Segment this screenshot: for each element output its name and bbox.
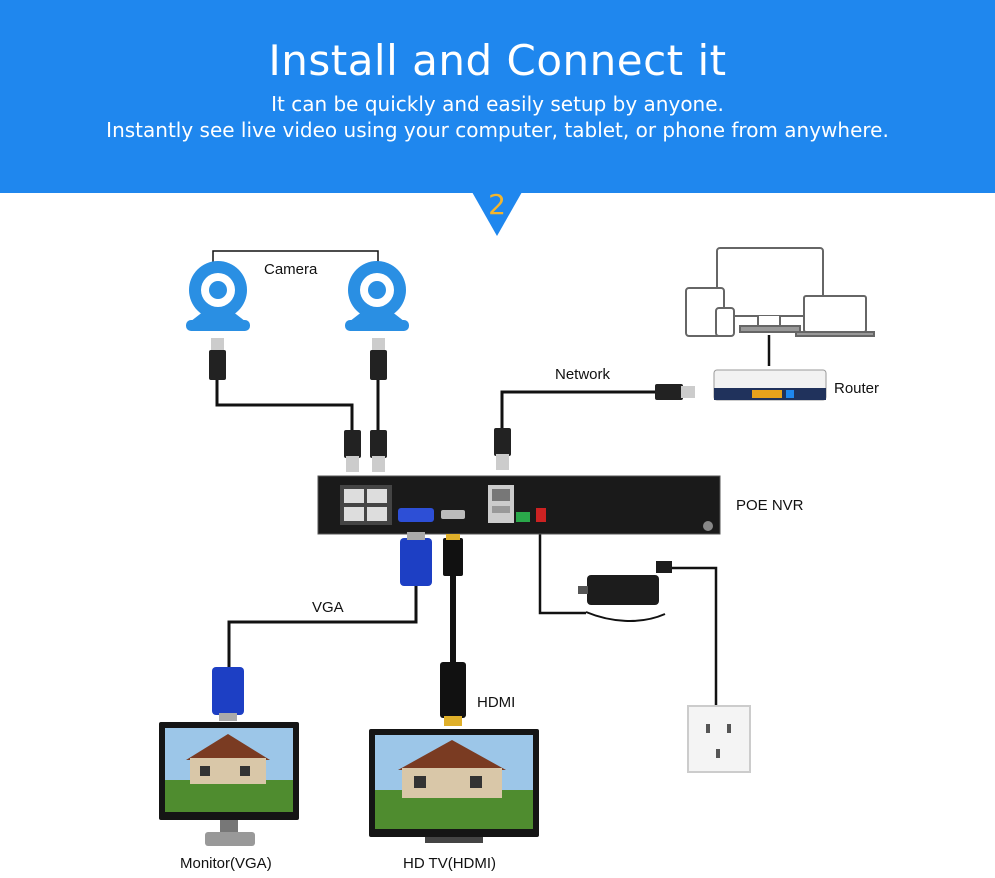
laptop-icon — [803, 295, 867, 333]
wall-outlet-icon — [687, 705, 751, 773]
camera-2-icon — [345, 261, 409, 331]
rj45-plug-cam2 — [370, 350, 387, 380]
header-banner: Install and Connect it It can be quickly… — [0, 0, 995, 193]
power-ac-cable — [672, 566, 718, 706]
rj45-plug-cam2-top — [372, 338, 385, 352]
rj45-plugs — [209, 338, 695, 472]
label-hdmi: HDMI — [477, 694, 515, 711]
router-device — [713, 369, 827, 401]
power-cord-loop — [585, 611, 666, 622]
rj45-plug-router — [655, 384, 683, 400]
label-hd-tv-hdmi: HD TV(HDMI) — [403, 855, 496, 872]
computer-devices — [685, 247, 875, 337]
hdmi-plug-top-icon — [443, 534, 463, 576]
rj45-plug-cam1 — [209, 350, 226, 380]
camera-bracket-line — [212, 250, 379, 265]
label-poe-nvr: POE NVR — [736, 497, 804, 514]
rj45-plug-nvr-b — [370, 430, 387, 458]
vga-cable — [227, 585, 418, 667]
vga-plug-top-icon — [400, 532, 432, 586]
network-cable — [500, 390, 660, 430]
step-number: 2 — [488, 188, 506, 221]
hdtv-device — [369, 729, 539, 843]
camera-1-cable — [215, 378, 354, 432]
page-title: Install and Connect it — [268, 36, 727, 85]
subtitle-line-2: Instantly see live video using your comp… — [106, 118, 889, 142]
rj45-plug-cam1-top — [211, 338, 224, 352]
phone-icon — [715, 307, 735, 337]
vga-plug-monitor-icon — [212, 667, 244, 721]
camera-1-icon — [186, 261, 250, 331]
desktop-stand — [757, 316, 781, 327]
power-adapter-icon — [578, 561, 672, 605]
monitor-device — [159, 722, 299, 846]
rj45-plug-nvr-lan — [494, 428, 511, 456]
power-dc-cable — [538, 534, 586, 615]
subtitle-line-1: It can be quickly and easily setup by an… — [271, 92, 724, 116]
poe-nvr-device — [317, 475, 721, 535]
rj45-plug-nvr-a — [344, 430, 361, 458]
step-pointer — [472, 192, 522, 236]
label-network: Network — [555, 366, 611, 383]
cables — [212, 250, 771, 706]
label-vga: VGA — [312, 599, 344, 616]
label-monitor-vga: Monitor(VGA) — [180, 855, 272, 872]
label-camera: Camera — [264, 261, 318, 278]
label-router: Router — [834, 380, 879, 397]
hdmi-plug-tv-icon — [440, 662, 466, 726]
